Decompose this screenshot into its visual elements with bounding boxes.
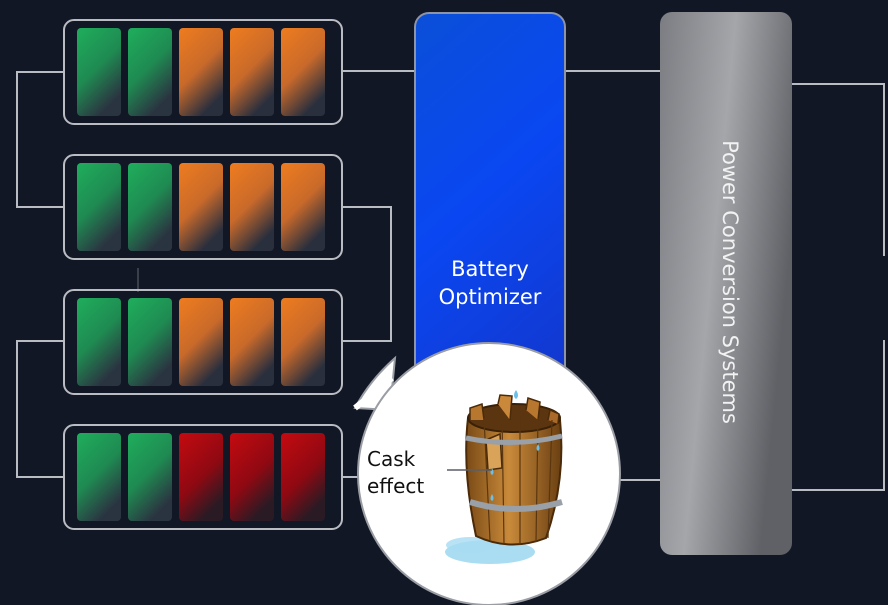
wire-pcs-output-lower [792, 340, 885, 491]
battery-cell-orange [230, 28, 274, 116]
cask-label-line1: Cask [367, 447, 416, 471]
battery-cell-orange [281, 28, 325, 116]
battery-cell-green [77, 433, 121, 521]
battery-cell-green [128, 298, 172, 386]
battery-cell-orange [179, 28, 223, 116]
battery-cell-red [281, 433, 325, 521]
battery-cell-orange [179, 163, 223, 251]
battery-cell-orange [179, 298, 223, 386]
battery-cell-orange [230, 298, 274, 386]
cask-label-line2: effect [367, 474, 425, 498]
battery-pack-2 [63, 154, 343, 260]
optimizer-label-line2: Optimizer [438, 285, 542, 309]
battery-cell-orange [281, 298, 325, 386]
battery-cell-green [128, 433, 172, 521]
leaking-barrel-illustration [445, 390, 563, 564]
battery-cell-green [128, 163, 172, 251]
optimizer-label-line1: Battery [451, 257, 529, 281]
battery-pack-1 [63, 19, 343, 125]
connector-wires [16, 70, 885, 491]
battery-cell-red [179, 433, 223, 521]
battery-cell-orange [281, 163, 325, 251]
pcs-block [660, 12, 792, 555]
wire-pack1-left [16, 71, 64, 208]
battery-optimizer-label: Battery Optimizer [415, 255, 565, 311]
battery-pack-4 [63, 424, 343, 530]
battery-cell-green [77, 298, 121, 386]
pcs-label: Power Conversion Systems [718, 140, 742, 424]
wire-pack3-pack4-left [16, 340, 64, 478]
battery-pack-3 [63, 289, 343, 395]
battery-cell-green [77, 163, 121, 251]
battery-cell-red [230, 433, 274, 521]
wire-pack2-pack3 [342, 206, 392, 342]
battery-cell-green [128, 28, 172, 116]
cask-effect-label: Cask effect [367, 446, 447, 500]
battery-cell-green [77, 28, 121, 116]
battery-packs [63, 19, 343, 530]
wire-pcs-output [792, 83, 885, 256]
battery-cell-orange [230, 163, 274, 251]
